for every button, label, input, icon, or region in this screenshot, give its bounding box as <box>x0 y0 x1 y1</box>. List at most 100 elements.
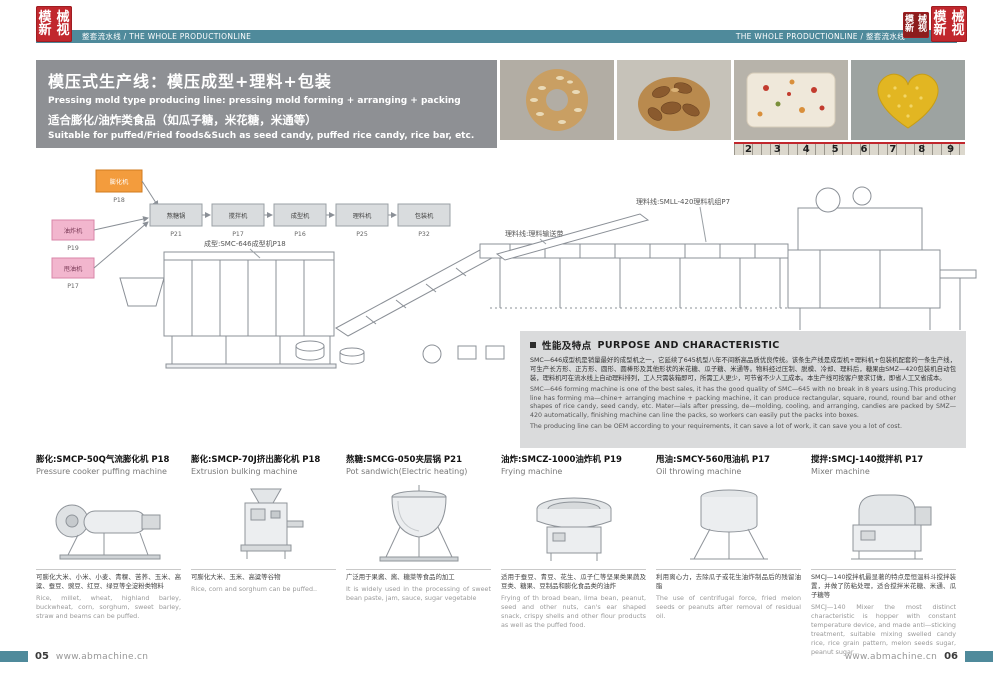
forming-machine-hopper <box>119 277 165 307</box>
page-number-left: 05 <box>35 651 49 662</box>
flow-box-forming-label: 成型机 <box>291 212 310 220</box>
product-card-extrusion-machine: 膨化:SMCP-70J挤出膨化机 P18 Extrusion bulking m… <box>191 455 336 594</box>
page-number-right: 06 <box>944 651 958 662</box>
product-subtitle: Oil throwing machine <box>656 466 742 476</box>
stamp-char: 模 <box>38 9 52 25</box>
stamp-char: 械 <box>951 9 965 25</box>
product-shape-samples <box>295 340 505 365</box>
purpose-text-en: SMC—646 forming machine is one of the be… <box>530 386 956 419</box>
flow-box-mixing-label: 搅拌机 <box>229 212 248 220</box>
product-desc-cn: SMCJ—140搅拌机最显著的特点是恒温料斗搅拌装置，并做了防粘处理，适合搅拌米… <box>811 572 956 600</box>
puffing-machine-image <box>55 504 160 560</box>
rice-bar-image <box>734 60 848 140</box>
forming-machine-label: 成型:SMC-646成型机P18 <box>204 239 286 248</box>
footer-right: www.abmachine.cn 06 <box>845 651 993 662</box>
flow-box-arranging <box>335 203 389 227</box>
ruler-number: 9 <box>947 144 955 155</box>
header-bar: 整套流水线 / THE WHOLE PRODUCTIONLINE THE WHO… <box>36 30 957 43</box>
product-card-mixer-machine: 搅拌:SMCJ-140搅拌机 P17 Mixer machine SMCJ—14… <box>811 455 956 657</box>
website-url-left: www.abmachine.cn <box>55 651 149 662</box>
packing-machine-body <box>787 249 941 309</box>
product-card-puffing-machine: 膨化:SMCP-50Q气流膨化机 P18 Pressure cooker puf… <box>36 455 181 621</box>
flow-box-arranging-label: 理料机 <box>353 212 372 220</box>
ruler-number: 5 <box>831 144 839 155</box>
arranging-line-label: 理料线:SMLL-420理料机组P7 <box>636 197 730 206</box>
header-bar-left-text: 整套流水线 / THE WHOLE PRODUCTIONLINE <box>82 32 252 41</box>
process-flowchart: 膨化机 P18 油炸机 P19 甩油机 P17 熬糖锅 P21 搅拌机 <box>51 169 451 290</box>
frying-machine-image <box>536 497 611 561</box>
ruler-number: 4 <box>802 144 810 155</box>
flow-box-cooking <box>149 203 203 227</box>
divider <box>501 568 646 570</box>
extrusion-machine-image <box>240 488 303 559</box>
divider <box>191 568 336 570</box>
stamp-char: 模 <box>904 14 914 25</box>
ruler-number: 2 <box>744 144 752 155</box>
footer-left: 05 www.abmachine.cn <box>0 651 148 662</box>
divider <box>36 568 181 570</box>
brand-stamp-left: 模械新视 <box>36 6 72 42</box>
forming-machine-body <box>163 259 335 337</box>
jacketed-pot-image <box>379 484 458 562</box>
product-desc-cn: 可膨化大米、玉米、高粱等谷物 <box>191 572 281 581</box>
flow-box-frying-label: 油炸机 <box>64 227 83 235</box>
product-card-jacketed-pot: 熬糖:SMCG-050夹层锅 P21 Pot sandwich(Electric… <box>346 455 491 603</box>
flow-box-cooking-label: 熬糖锅 <box>167 212 186 220</box>
film-roll-small <box>852 186 872 206</box>
product-title: 甩油:SMCY-560甩油机 P17 <box>656 455 770 465</box>
product-title: 膨化:SMCP-70J挤出膨化机 P18 <box>191 455 321 465</box>
almond-candy-image <box>617 60 731 140</box>
divider <box>811 568 956 570</box>
product-title: 搅拌:SMCJ-140搅拌机 P17 <box>811 455 924 465</box>
stamp-char: 视 <box>917 24 927 34</box>
measuring-tape: 2 3 4 5 6 7 8 9 <box>734 142 965 155</box>
flow-box-packing <box>397 203 451 227</box>
flow-box-forming <box>273 203 327 227</box>
stamp-char: 模 <box>933 9 947 25</box>
millet-heart-candy-image <box>851 60 965 140</box>
page-title-block: 模压式生产线：模压成型+理料+包装 Pressing mold type pro… <box>36 60 497 148</box>
footer-bar-left <box>0 651 28 662</box>
production-line-diagram: 膨化机 P18 油炸机 P19 甩油机 P17 熬糖锅 P21 搅拌机 <box>51 169 977 369</box>
ruler-number: 8 <box>918 144 926 155</box>
product-desc-cn: 利用离心力，去除瓜子或花生油炸制品后的残留油脂 <box>656 572 801 590</box>
flow-box-frying-page: P19 <box>67 245 79 252</box>
stamp-char: 械 <box>917 14 927 25</box>
product-title: 熬糖:SMCG-050夹层锅 P21 <box>346 455 462 465</box>
product-desc-en: Frying of th broad bean, lima bean, pean… <box>501 594 646 630</box>
brand-stamp-right-big: 模械新视 <box>931 6 967 42</box>
flow-box-forming-page: P16 <box>294 231 306 238</box>
flow-box-arranging-page: P25 <box>356 231 368 238</box>
purpose-title-cn: 性能及特点 <box>542 341 592 352</box>
product-card-frying-machine: 油炸:SMCZ-1000油炸机 P19 Frying machine 适用于蚕豆… <box>501 455 646 630</box>
incline-conveyor <box>335 249 493 337</box>
frying-machine-photo <box>501 479 646 565</box>
feed-belt <box>495 213 650 261</box>
footer-bar-right <box>965 651 993 662</box>
seed-candy-ring-image <box>500 60 614 140</box>
product-desc-en: Rice, millet, wheat, highland barley, bu… <box>36 594 181 621</box>
page-title: 模压式生产线：模压成型+理料+包装 <box>48 72 332 91</box>
stamp-char: 新 <box>38 23 52 38</box>
conveyor-label: 理料线:理料输送带 <box>505 229 563 238</box>
flow-box-puffing-page: P18 <box>113 197 125 204</box>
packing-machine-head <box>797 207 923 251</box>
diagram-labels: 成型:SMC-646成型机P18 理料线:SMLL-420理料机组P7 理料线:… <box>204 197 730 259</box>
flow-box-oil-throwing-label: 甩油机 <box>64 265 83 273</box>
product-subtitle: Extrusion bulking machine <box>191 466 298 476</box>
almond-candy-photo <box>617 60 731 140</box>
stamp-char: 视 <box>951 23 965 38</box>
product-desc-en: The use of centrifugal force, fried melo… <box>656 594 801 621</box>
flow-box-mixing <box>211 203 265 227</box>
machine-line-art <box>119 186 977 369</box>
puffing-machine-photo <box>36 479 181 565</box>
brand-stamp-right-small: 模械新视 <box>903 12 929 38</box>
product-desc-en: SMCJ—140 Mixer the most distinct charact… <box>811 603 956 657</box>
purpose-title-en: PURPOSE AND CHARACTERISTIC <box>597 339 780 351</box>
page-subtitle: 适合膨化/油炸类食品（如瓜子糖，米花糖，米通等） <box>48 113 317 127</box>
product-desc-cn: 适用于蚕豆、青豆、花生、瓜子仁等坚果类果蔬及豆类、糖果、豆制品和膨化食品类的油炸 <box>501 572 646 590</box>
header-bar-right-text: THE WHOLE PRODUCTIONLINE / 整套流水线 <box>735 32 905 41</box>
outfeed-conveyor <box>939 269 977 279</box>
product-subtitle: Mixer machine <box>811 466 870 476</box>
